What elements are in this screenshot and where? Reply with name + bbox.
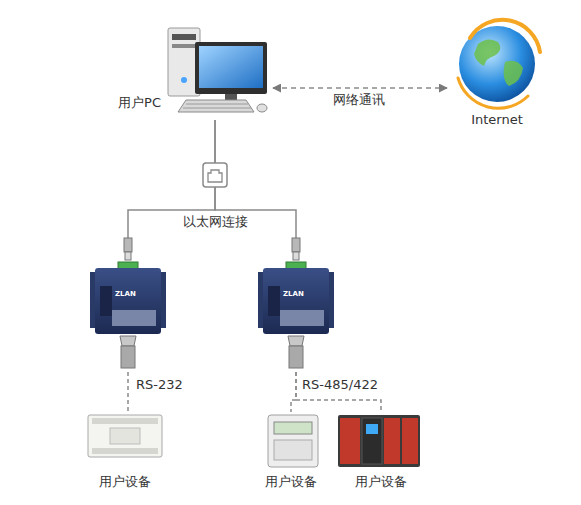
continent [504,61,523,86]
globe-ring [470,20,540,52]
continent [474,39,500,66]
terminal-block [286,262,306,269]
mounting-ear [328,272,334,328]
ethernet-icon-frame [203,163,227,187]
rack-module [384,418,400,464]
plug-body [292,238,300,252]
terminal-row [92,418,158,424]
node-label: 用户PC [103,95,161,111]
pc-illustration [168,28,267,112]
connector-label: RS-485/422 [302,377,378,393]
mouse [257,104,267,112]
power-button [181,77,187,83]
device-node: ZLAN [261,238,331,372]
plug-tip [125,252,131,260]
node-label: 用户设备 [336,474,426,490]
plc-body [88,415,162,457]
rack-base [338,415,420,467]
connector-label: 以太网连接 [183,214,248,230]
device-node: Internet [447,22,547,132]
db9-connector [120,336,136,346]
server-body [95,268,161,334]
meter-illustration [268,415,318,467]
serial-server-illustration [258,262,334,368]
db9-connector [288,336,304,346]
led-panel [268,286,280,316]
mounting-ear [160,272,166,328]
mounting-ear [258,272,264,328]
node-label: Internet [447,112,547,128]
led-panel [100,286,112,316]
serial-cable-head [289,346,303,368]
monitor-frame [195,42,267,94]
rack-module [402,418,418,464]
globe-ring [458,78,528,108]
ethernet-port [208,170,222,182]
terminal-row [92,448,158,454]
keyboard-row [183,108,251,109]
connector-label: 网络通讯 [333,92,385,108]
rj45-plug [292,238,300,260]
globe [459,26,535,102]
rj45-plug [124,238,132,260]
terminal-block [118,262,138,269]
module-screen [366,424,378,434]
connector-line [127,372,129,412]
meter-body [268,415,318,467]
plc-rack-illustration [338,415,420,467]
front-panel [280,310,324,326]
meter-terminal [274,440,312,460]
connector-line [291,372,296,412]
monitor-screen [199,46,263,88]
keyboard-row [186,104,248,105]
mounting-ear [90,272,96,328]
node-label: 用户设备 [252,474,330,490]
serial-server-illustration [90,262,166,368]
node-label: ZLAN [283,289,313,299]
front-panel [112,310,156,326]
globe-illustration [458,20,540,108]
node-label: 用户设备 [80,474,170,490]
connector-line [296,372,381,410]
pc-tower [168,28,200,96]
ethernet-icon [203,163,227,187]
monitor-stand [225,94,237,100]
plug-body [124,238,132,252]
server-body [263,268,329,334]
plug-tip [293,252,299,260]
device-node: 用户设备 [80,412,170,497]
rack-module [340,418,360,464]
connector-line [273,87,447,89]
connector-label: RS-232 [136,377,183,393]
keyboard [178,100,254,112]
plc-panel [110,428,140,444]
serial-cable-head [121,346,135,368]
plc-illustration [88,415,162,457]
drive-bay [172,34,196,40]
device-node: 用户设备 [336,410,426,497]
drive-bay [172,44,196,48]
device-node: ZLAN [93,238,163,372]
node-label: ZLAN [115,289,145,299]
rack-module [362,418,382,464]
device-node: 用户设备 [262,412,320,497]
device-node: 用户PC [165,25,270,120]
meter-display [274,422,312,434]
